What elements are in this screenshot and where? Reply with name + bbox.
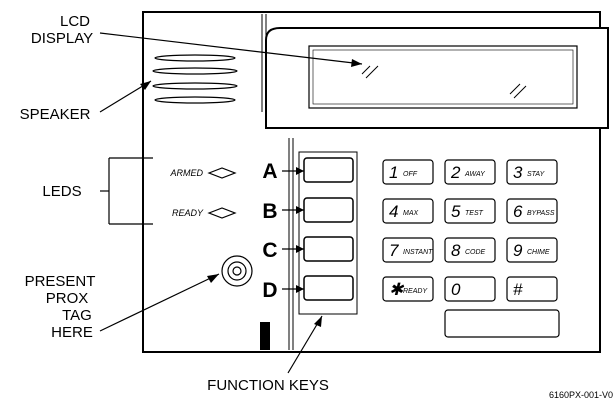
keypad-key-outline[interactable]	[506, 276, 558, 302]
keypad-key-outline[interactable]	[444, 159, 496, 185]
keypad-key-outline[interactable]	[382, 198, 434, 224]
armed-led	[207, 167, 237, 179]
keypad-key-outline[interactable]	[444, 237, 496, 263]
prox-label-line3: TAG	[62, 307, 92, 324]
keypad-key-function: OFF	[403, 171, 418, 178]
keypad-key-number: 1	[389, 163, 398, 182]
function-key-a[interactable]	[303, 157, 354, 183]
keypad-key-off[interactable]: 1 OFF	[382, 159, 434, 185]
keypad-housing	[142, 11, 601, 353]
keypad-key-number: 4	[389, 202, 398, 221]
keypad-key-outline[interactable]	[506, 159, 558, 185]
keypad-key-stay[interactable]: 3 STAY	[506, 159, 558, 185]
keypad-key-outline[interactable]	[382, 276, 434, 302]
keypad-key-outline[interactable]	[382, 237, 434, 263]
keypad-key-function: CHIME	[527, 249, 550, 256]
keypad-key-function: READY	[403, 288, 428, 295]
keypad-key-ready[interactable]: ✱READY	[382, 276, 434, 302]
lcd-screen	[308, 45, 578, 109]
prox-label-line4: HERE	[51, 324, 93, 341]
keypad-key-outline[interactable]	[444, 276, 496, 302]
function-key-c-letter: C	[262, 239, 277, 262]
function-key-d[interactable]	[303, 275, 354, 301]
ready-led	[207, 207, 237, 219]
keypad-key-number: #	[513, 280, 523, 299]
keypad-key-function: TEST	[465, 210, 484, 217]
keypad-key-max[interactable]: 4 MAX	[382, 198, 434, 224]
lcd-label-line1: LCD	[60, 13, 90, 30]
keypad-key-bypass[interactable]: 6 BYPASS	[506, 198, 558, 224]
speaker-label: SPEAKER	[20, 106, 91, 123]
keypad-key-number: 0	[451, 280, 461, 299]
keypad-key-number: 7	[389, 241, 399, 260]
lcd-label-line2: DISPLAY	[31, 30, 93, 47]
function-key-c[interactable]	[303, 236, 354, 262]
keypad-key-function: BYPASS	[527, 210, 555, 217]
function-key-a-letter: A	[262, 160, 277, 183]
leds-bracket	[100, 157, 153, 225]
housing-tab	[260, 322, 270, 350]
keypad-key-code[interactable]: 8 CODE	[444, 237, 496, 263]
keypad-key-outline[interactable]	[506, 237, 558, 263]
prox-label-line1: PRESENT	[25, 273, 96, 290]
keypad-key-number: ✱	[389, 280, 405, 299]
function-key-b[interactable]	[303, 197, 354, 223]
keypad-key-number: 3	[513, 163, 523, 182]
blank-key[interactable]	[444, 309, 560, 338]
keypad-key-pound[interactable]: #	[506, 276, 558, 302]
speaker-grille	[152, 54, 238, 104]
keypad-key-function: STAY	[527, 171, 546, 178]
keypad-key-number: 6	[513, 202, 523, 221]
function-keys-label: FUNCTION KEYS	[207, 377, 329, 394]
ready-led-label: READY	[172, 208, 204, 218]
keypad-key-outline[interactable]	[444, 198, 496, 224]
lcd-screen-inner	[312, 49, 574, 105]
keypad-key-function: CODE	[465, 249, 486, 256]
keypad-key-test[interactable]: 5 TEST	[444, 198, 496, 224]
keypad-key-number: 5	[451, 202, 461, 221]
keypad-key-chime[interactable]: 9 CHIME	[506, 237, 558, 263]
keypad-key-number: 8	[451, 241, 461, 260]
keypad-key-instant[interactable]: 7 INSTANT	[382, 237, 434, 263]
function-key-d-letter: D	[262, 279, 277, 302]
prox-target-icon	[221, 255, 253, 287]
keypad-key-function: AWAY	[464, 171, 486, 178]
lcd-glare-right	[509, 83, 527, 99]
callout-arrowheads	[140, 59, 362, 327]
keypad-key-outline[interactable]	[506, 198, 558, 224]
leds-label: LEDS	[42, 183, 81, 200]
lcd-glare-left	[361, 65, 379, 79]
lcd-panel	[265, 27, 609, 129]
keypad-key-number: 9	[513, 241, 523, 260]
function-key-b-letter: B	[262, 200, 277, 223]
keypad-key-0[interactable]: 0	[444, 276, 496, 302]
keypad-key-number: 2	[450, 163, 461, 182]
armed-led-label: ARMED	[169, 168, 203, 178]
keypad-key-function: MAX	[403, 210, 419, 217]
function-key-frame	[298, 151, 358, 315]
prox-label-line2: PROX	[46, 290, 89, 307]
figure-code: 6160PX-001-V0	[549, 390, 613, 400]
keypad-key-function: INSTANT	[403, 249, 433, 256]
keypad-key-outline[interactable]	[382, 159, 434, 185]
